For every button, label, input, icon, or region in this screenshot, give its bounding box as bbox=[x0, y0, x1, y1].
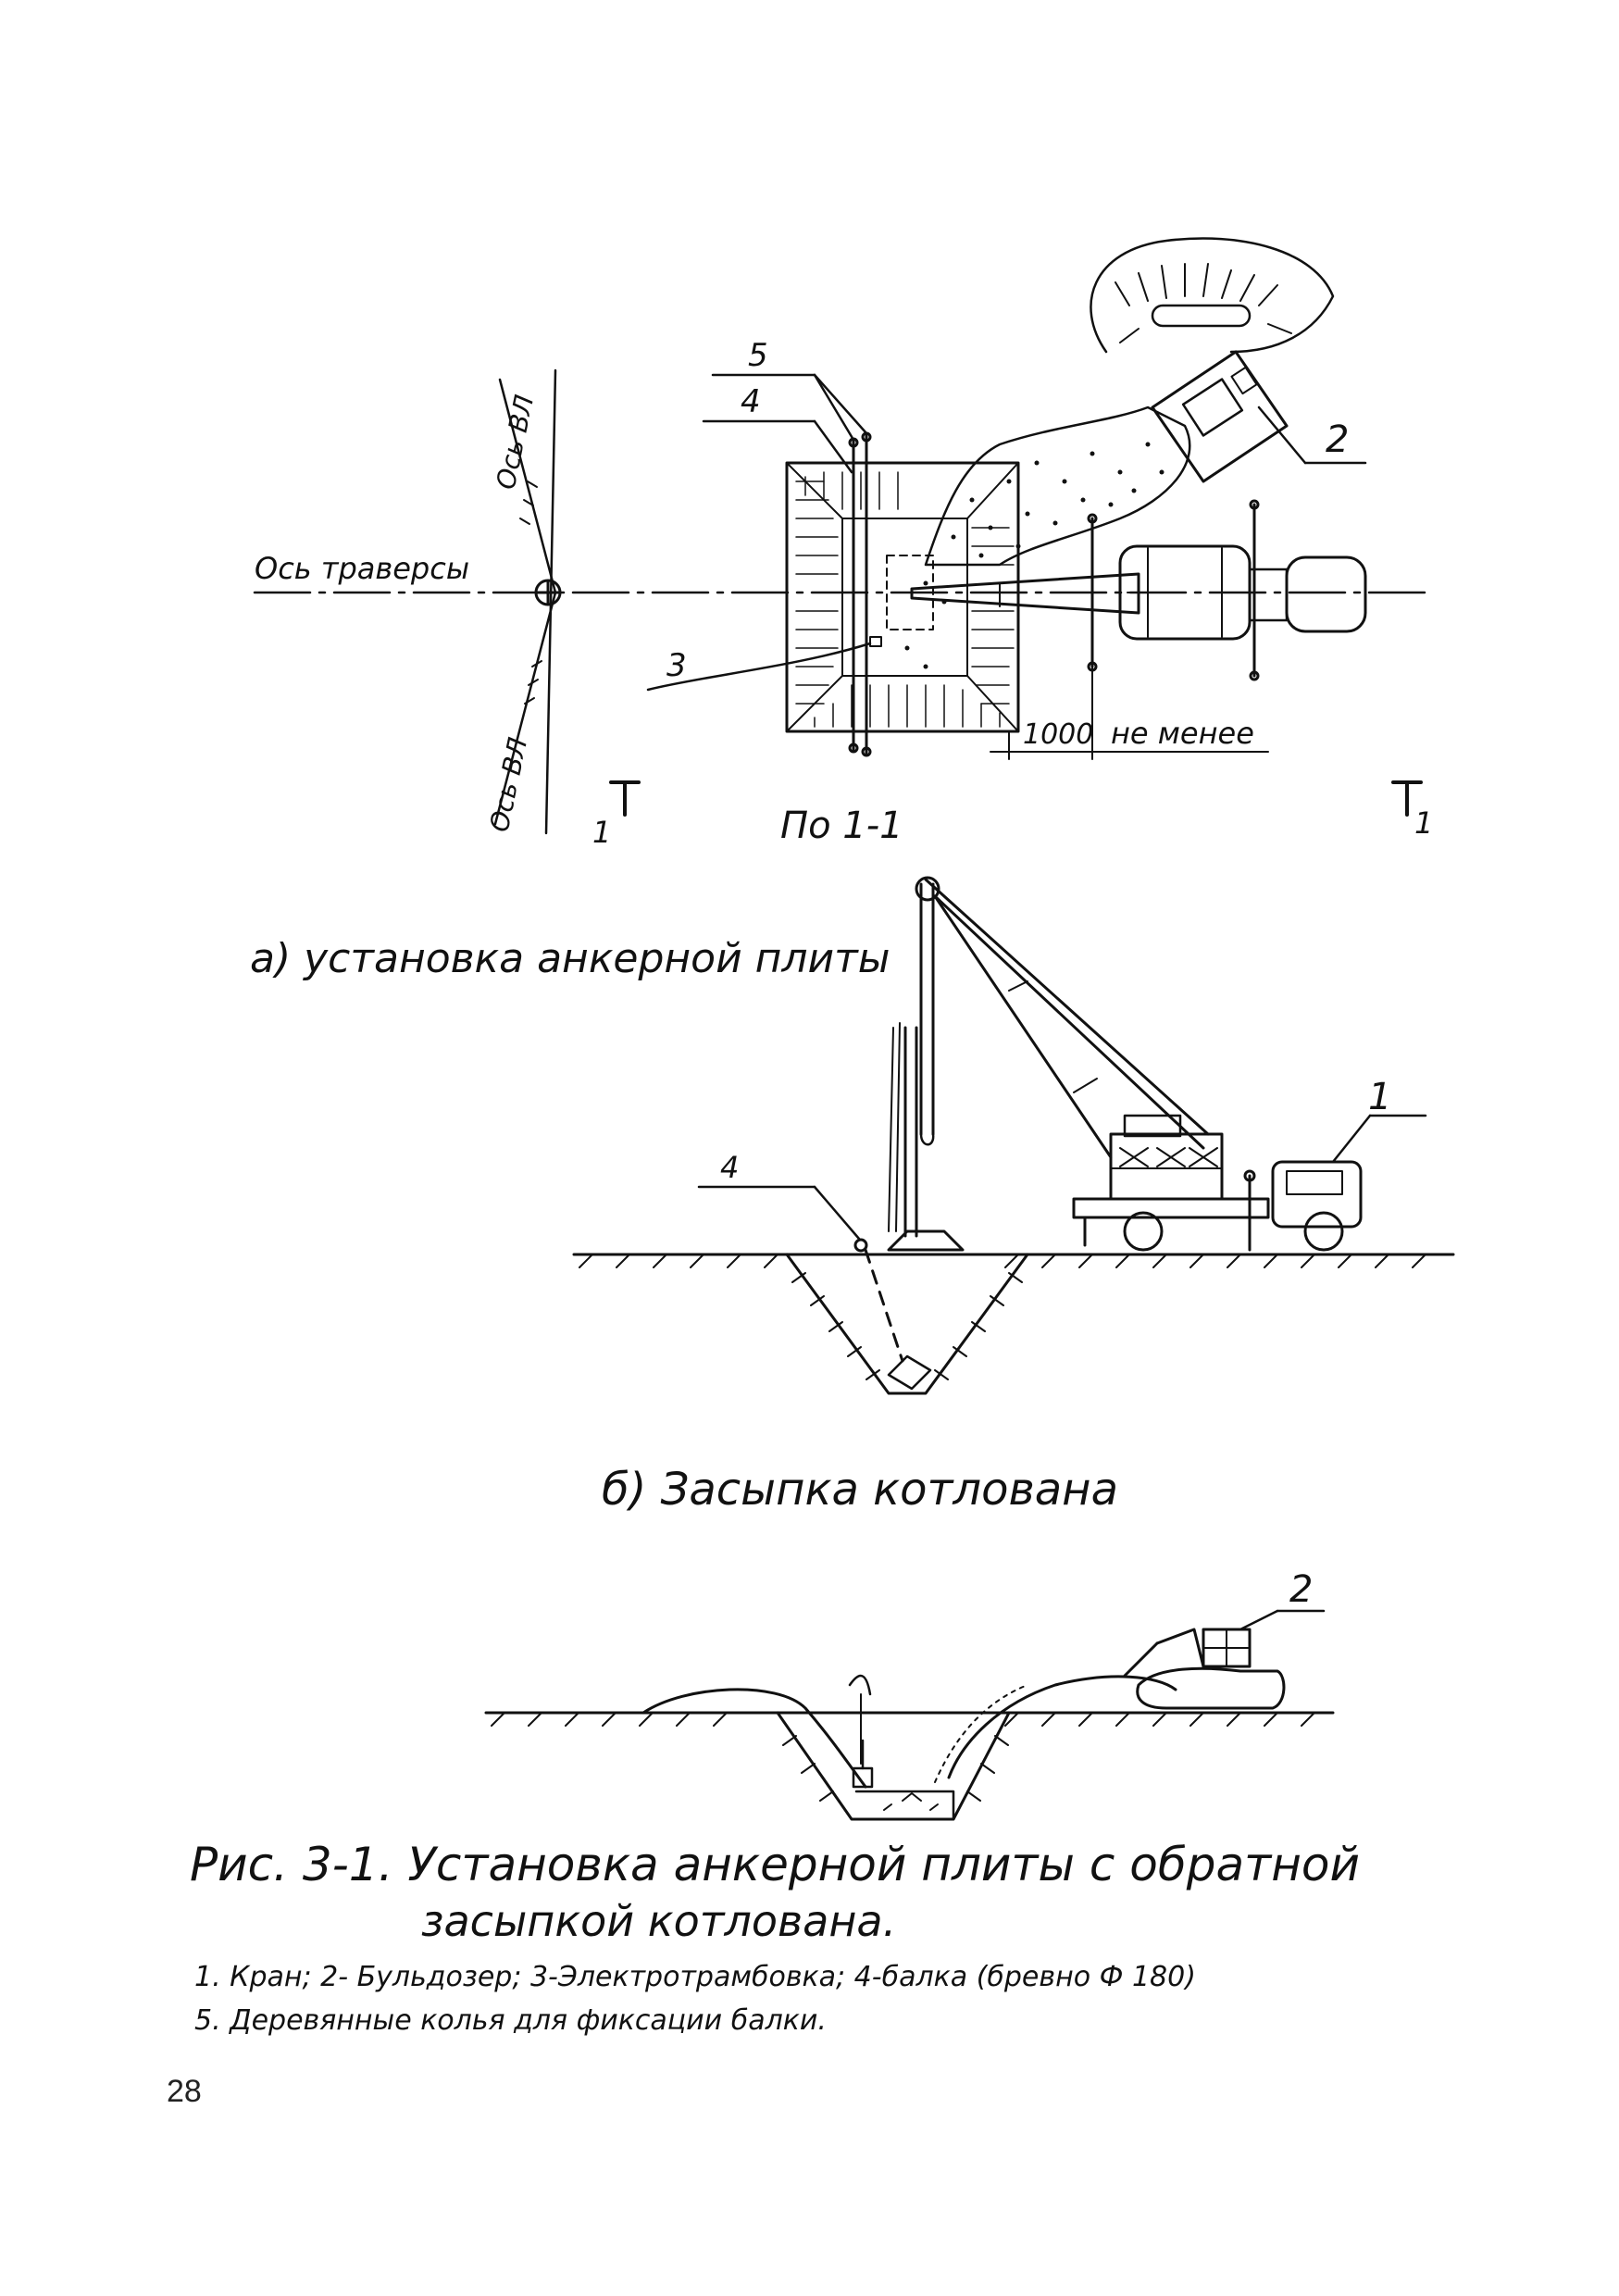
plan-callout-leaders bbox=[646, 373, 1367, 692]
bulldozer-side bbox=[1123, 1609, 1326, 1710]
callout-2: 2 bbox=[1326, 418, 1349, 461]
figure-legend-line1: 1. Кран; 2- Бульдозер; 3-Электротрамбовк… bbox=[194, 1961, 1196, 1993]
figure-caption-line2: засыпкой котлована. bbox=[421, 1896, 897, 1946]
dimension-1000 bbox=[990, 666, 1269, 760]
axis-traverse-label: Ось траверсы bbox=[255, 551, 469, 586]
bulldozer-plan bbox=[1090, 237, 1335, 483]
page-number: 28 bbox=[167, 2074, 202, 2109]
section-b-drawing bbox=[484, 1609, 1335, 1821]
section-a-title: а) установка анкерной плиты bbox=[250, 935, 890, 982]
vertical-reference-line bbox=[544, 368, 557, 835]
section-a-drawing bbox=[572, 876, 1455, 1395]
section-a-callout-4: 4 bbox=[720, 1150, 739, 1185]
pit-section-a bbox=[785, 1253, 1029, 1395]
section-a-callout-1: 1 bbox=[1368, 1076, 1391, 1118]
axis-vl-top-line bbox=[498, 378, 557, 594]
crane-plan bbox=[910, 499, 1367, 681]
figure-caption-line1: Рис. 3-1. Установка анкерной плиты с обр… bbox=[190, 1838, 1361, 1891]
figure-legend-line2: 5. Деревянные колья для фиксации балки. bbox=[194, 2004, 827, 2037]
section-b-title: б) Засыпка котлована bbox=[602, 1464, 1118, 1516]
section-markers bbox=[609, 780, 1423, 817]
section-right-label: 1 bbox=[1414, 805, 1433, 841]
callout-3: 3 bbox=[666, 647, 687, 684]
view-label: По 1-1 bbox=[780, 805, 903, 847]
dimension-value: 1000 bbox=[1023, 718, 1093, 751]
section-b-callout-2: 2 bbox=[1289, 1568, 1313, 1611]
axis-vl-top-label: Ось ВЛ bbox=[491, 393, 541, 493]
tamper-marker bbox=[869, 636, 882, 647]
crane-section bbox=[915, 876, 1363, 1252]
axis-vl-bottom-line bbox=[493, 591, 557, 826]
axis-vl-bottom-label: Ось ВЛ bbox=[484, 735, 534, 835]
dimension-note: не менее bbox=[1111, 716, 1254, 751]
callout-4: 4 bbox=[741, 383, 761, 420]
plan-view bbox=[253, 237, 1427, 835]
anchor-plate-in-pit bbox=[887, 1354, 932, 1391]
anchor-plate-outline bbox=[886, 555, 934, 630]
callout-5: 5 bbox=[748, 337, 768, 374]
beam-with-stakes bbox=[848, 431, 872, 757]
hanging-anchor-plate bbox=[887, 1229, 965, 1252]
pit-plan bbox=[785, 461, 1020, 733]
spoil-band bbox=[904, 406, 1191, 669]
section-left-label: 1 bbox=[592, 815, 611, 850]
beam-end-a bbox=[853, 1238, 868, 1253]
